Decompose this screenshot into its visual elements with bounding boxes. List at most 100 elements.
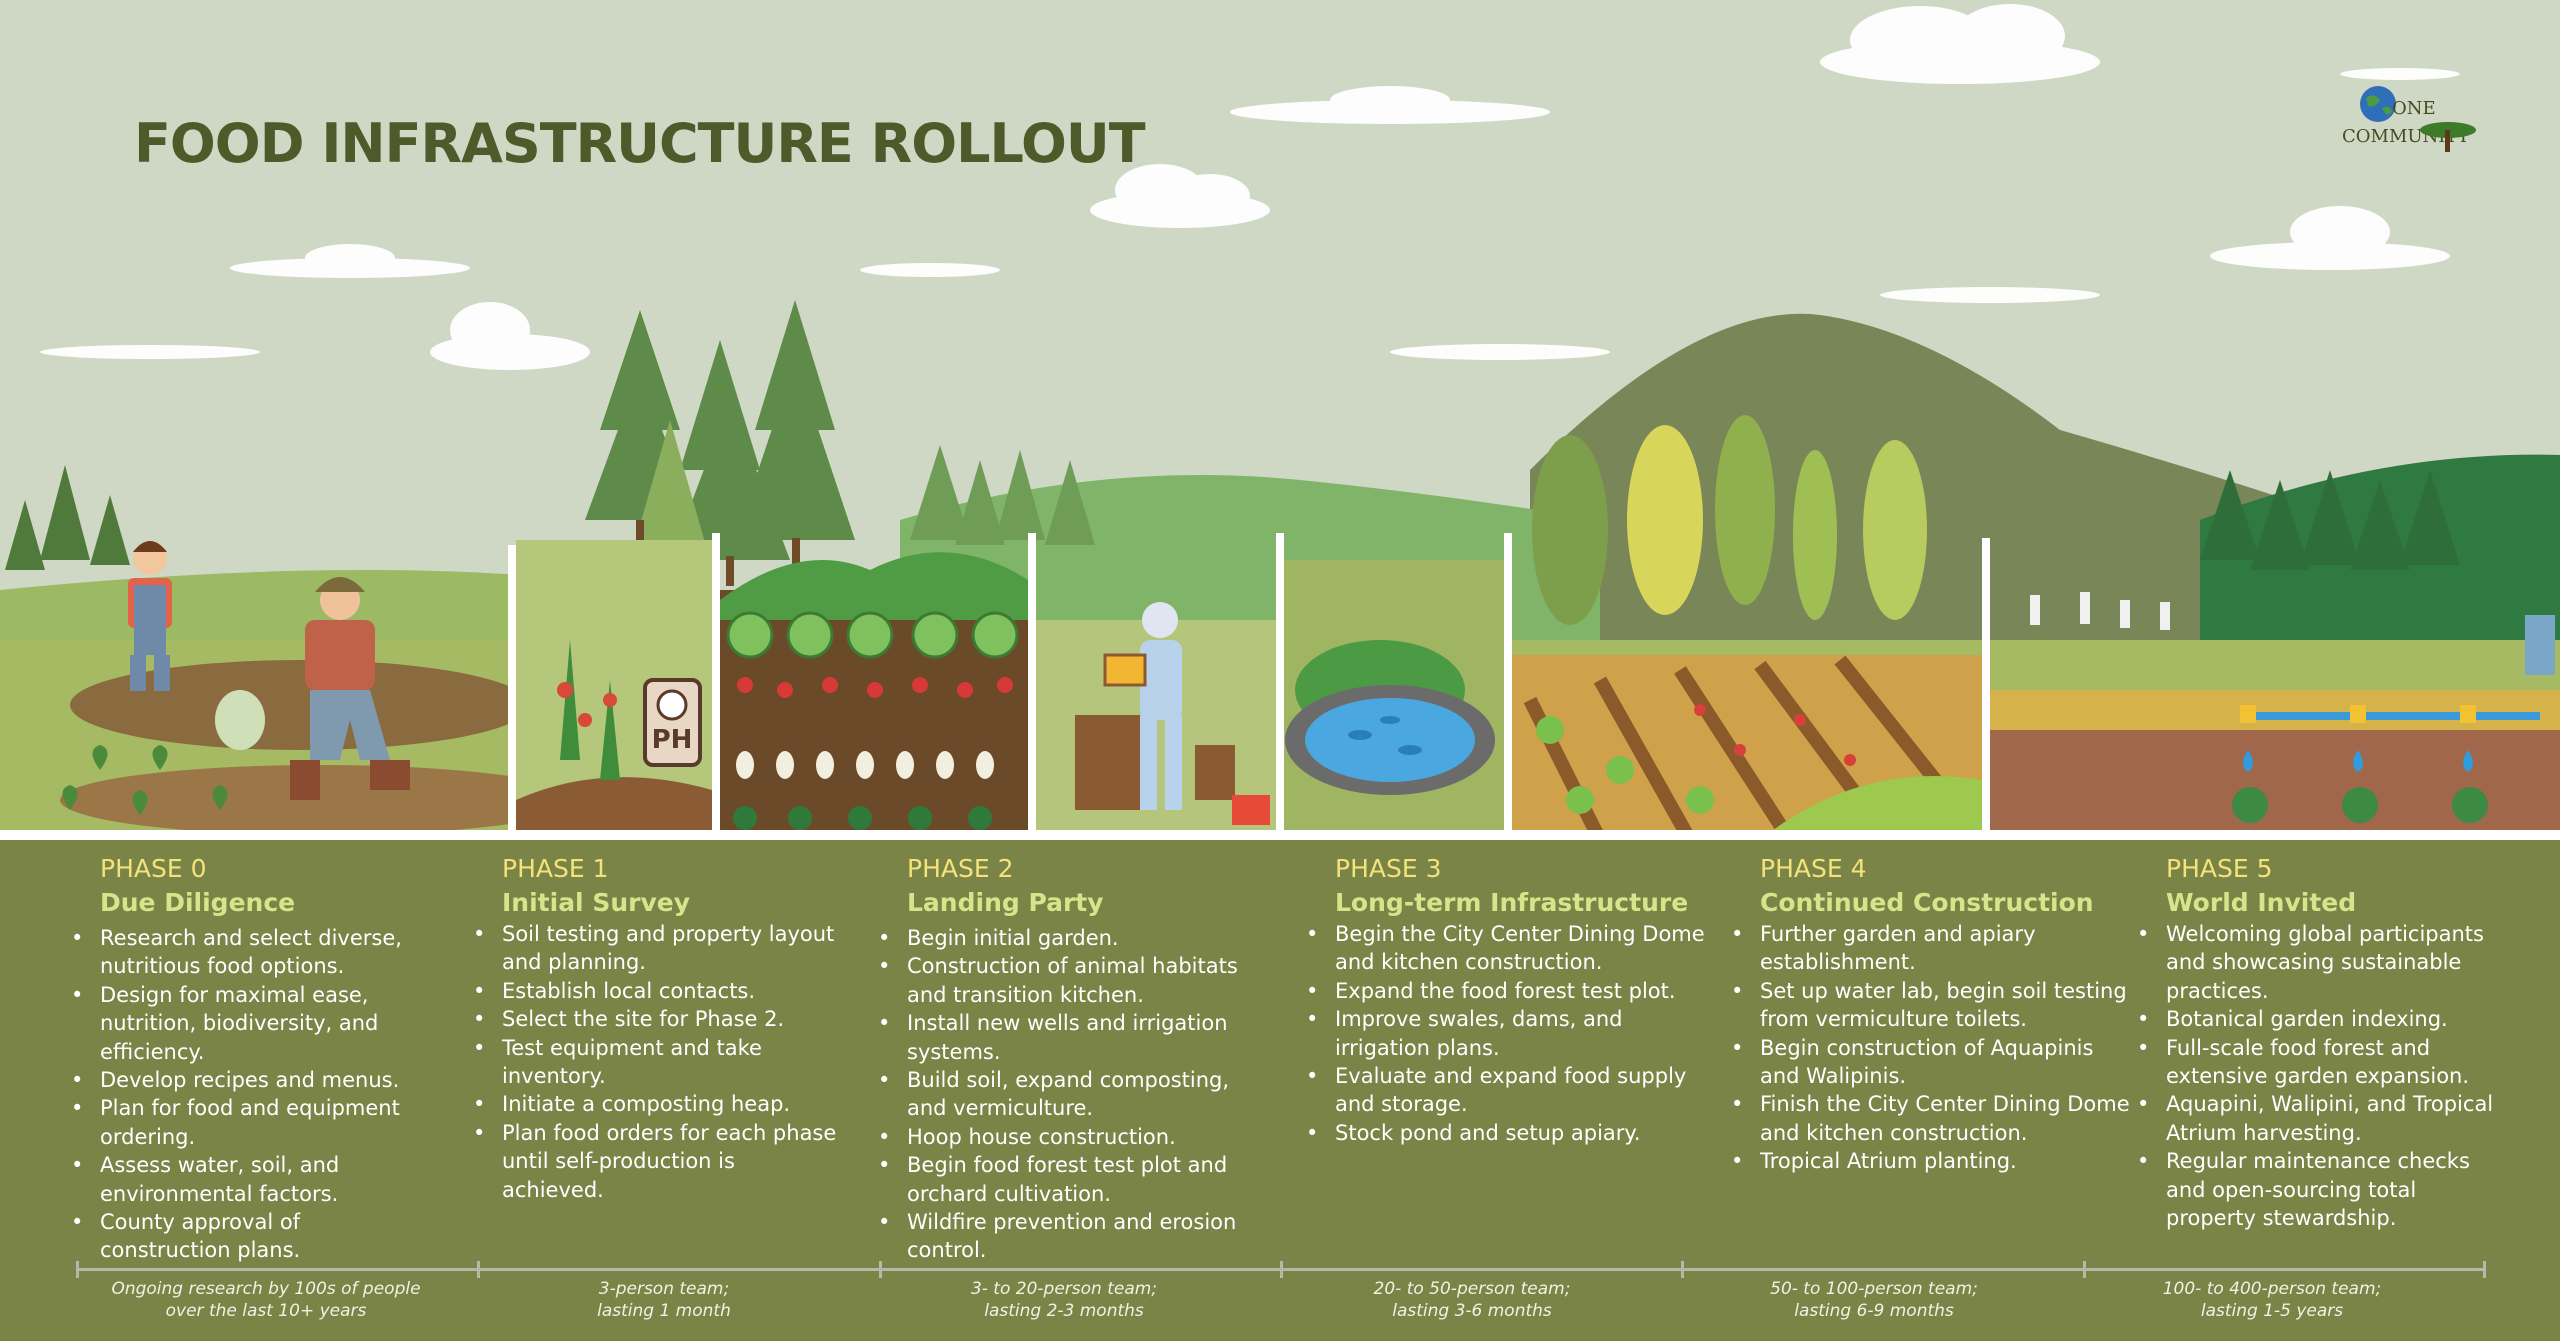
task-item: Full-scale food forest and extensive gar…: [2137, 1034, 2506, 1091]
team-line: 50- to 100-person team;: [1770, 1279, 1978, 1299]
phases-panel: PHASE 0 Due Diligence Research and selec…: [0, 840, 2560, 1341]
timeline-tick: [1280, 1261, 1283, 1278]
phase-task-list: Further garden and apiary establishment.…: [1731, 920, 2130, 1176]
team-size-phase-2: 3- to 20-person team; lasting 2-3 months: [884, 1278, 1244, 1322]
one-community-logo: ONE COMMUNITY: [2330, 84, 2480, 174]
task-item: County approval of construction plans.: [71, 1208, 420, 1265]
phase-name: Long-term Infrastructure: [1335, 888, 1689, 917]
farm-landscape-illustration: PH: [0, 4, 2560, 840]
team-line: Ongoing research by 100s of people: [111, 1279, 421, 1299]
task-item: Begin initial garden.: [878, 924, 1247, 953]
task-item: Plan for food and equipment ordering.: [71, 1094, 420, 1151]
task-item: Begin construction of Aquapinis and Wali…: [1731, 1034, 2130, 1091]
team-size-phase-3: 20- to 50-person team; lasting 3-6 month…: [1292, 1278, 1652, 1322]
task-item: Develop recipes and menus.: [71, 1066, 420, 1095]
phase-name: Landing Party: [907, 888, 1104, 917]
task-item: Soil testing and property layout and pla…: [473, 920, 842, 977]
team-line: 20- to 50-person team;: [1373, 1279, 1571, 1299]
task-item: Improve swales, dams, and irrigation pla…: [1306, 1005, 1705, 1062]
panel-dividers: [0, 533, 2560, 840]
phase-2: PHASE 2 Landing Party Begin initial gard…: [878, 852, 1247, 1265]
phase-3: PHASE 3 Long-term Infrastructure Begin t…: [1306, 852, 1705, 1148]
timeline-tick: [1681, 1261, 1684, 1278]
task-item: Test equipment and take inventory.: [473, 1034, 842, 1091]
task-item: Welcoming global participants and showca…: [2137, 920, 2506, 1005]
phase-number: PHASE 3: [1335, 854, 1442, 883]
phase1-plot: PH: [516, 540, 712, 840]
task-item: Evaluate and expand food supply and stor…: [1306, 1062, 1705, 1119]
phase5-irrigation: [1990, 592, 2560, 840]
phase-number: PHASE 1: [502, 854, 609, 883]
team-line: lasting 3-6 months: [1392, 1301, 1552, 1321]
task-item: Tropical Atrium planting.: [1731, 1147, 2130, 1176]
task-item: Botanical garden indexing.: [2137, 1005, 2506, 1034]
task-item: Finish the City Center Dining Dome and k…: [1731, 1090, 2130, 1147]
phase-5: PHASE 5 World Invited Welcoming global p…: [2137, 852, 2506, 1232]
phase0-garden: [60, 541, 580, 835]
timeline-tick: [477, 1261, 480, 1278]
team-line: lasting 6-9 months: [1794, 1301, 1954, 1321]
phase-task-list: Begin the City Center Dining Dome and ki…: [1306, 920, 1705, 1148]
task-item: Regular maintenance checks and open-sour…: [2137, 1147, 2506, 1232]
pine-trees: [585, 300, 855, 560]
team-line: lasting 1 month: [597, 1301, 731, 1321]
phase-name: Initial Survey: [502, 888, 691, 917]
task-item: Select the site for Phase 2.: [473, 1005, 842, 1034]
team-size-phase-0: Ongoing research by 100s of people over …: [86, 1278, 446, 1322]
phase-1: PHASE 1 Initial Survey Soil testing and …: [473, 852, 842, 1204]
phase-task-list: Begin initial garden. Construction of an…: [878, 924, 1247, 1265]
phase2-vegetable-beds: [720, 552, 1028, 840]
phase-task-list: Welcoming global participants and showca…: [2137, 920, 2506, 1232]
timeline-tick: [2083, 1261, 2086, 1278]
task-item: Design for maximal ease, nutrition, biod…: [71, 981, 420, 1066]
task-item: Install new wells and irrigation systems…: [878, 1009, 1247, 1066]
task-item: Initiate a composting heap.: [473, 1090, 842, 1119]
timeline-tick: [76, 1261, 79, 1278]
task-item: Begin food forest test plot and orchard …: [878, 1151, 1247, 1208]
page-title: FOOD INFRASTRUCTURE ROLLOUT: [134, 112, 1146, 175]
team-line: lasting 1-5 years: [2200, 1301, 2344, 1321]
task-item: Construction of animal habitats and tran…: [878, 952, 1247, 1009]
task-item: Expand the food forest test plot.: [1306, 977, 1705, 1006]
task-item: Assess water, soil, and environmental fa…: [71, 1151, 420, 1208]
task-item: Begin the City Center Dining Dome and ki…: [1306, 920, 1705, 977]
timeline-tick: [2483, 1261, 2486, 1278]
phase-number: PHASE 4: [1760, 854, 1867, 883]
phase-name: World Invited: [2166, 888, 2357, 917]
task-item: Hoop house construction.: [878, 1123, 1247, 1152]
phase-0: PHASE 0 Due Diligence Research and selec…: [71, 852, 420, 1265]
phase-name: Continued Construction: [1760, 888, 2094, 917]
tree-icon: [2420, 122, 2476, 152]
team-line: over the last 10+ years: [165, 1301, 367, 1321]
task-item: Establish local contacts.: [473, 977, 842, 1006]
phase-name: Due Diligence: [100, 888, 296, 917]
phase-number: PHASE 0: [100, 854, 207, 883]
logo-line-one: ONE: [2392, 98, 2436, 119]
team-size-phase-1: 3-person team; lasting 1 month: [484, 1278, 844, 1322]
task-item: Set up water lab, begin soil testing fro…: [1731, 977, 2130, 1034]
team-size-phase-5: 100- to 400-person team; lasting 1-5 yea…: [2092, 1278, 2452, 1322]
task-item: Wildfire prevention and erosion control.: [878, 1208, 1247, 1265]
team-line: 100- to 400-person team;: [2162, 1279, 2382, 1299]
task-item: Aquapini, Walipini, and Tropical Atrium …: [2137, 1090, 2506, 1147]
team-line: 3-person team;: [598, 1279, 730, 1299]
team-size-phase-4: 50- to 100-person team; lasting 6-9 mont…: [1694, 1278, 2054, 1322]
clouds: [40, 4, 2460, 370]
beekeeper: [1036, 602, 1276, 840]
team-line: lasting 2-3 months: [984, 1301, 1144, 1321]
phase4-crop-field: [1512, 655, 1982, 840]
task-item: Research and select diverse, nutritious …: [71, 924, 420, 981]
phase-4: PHASE 4 Continued Construction Further g…: [1731, 852, 2130, 1176]
globe-icon: [2360, 86, 2396, 122]
task-item: Stock pond and setup apiary.: [1306, 1119, 1705, 1148]
team-line: 3- to 20-person team;: [970, 1279, 1158, 1299]
phase3-pond: [1284, 560, 1504, 840]
task-item: Build soil, expand composting, and vermi…: [878, 1066, 1247, 1123]
task-item: Further garden and apiary establishment.: [1731, 920, 2130, 977]
svg-text:PH: PH: [652, 725, 693, 755]
phase-number: PHASE 5: [2166, 854, 2273, 883]
phase-task-list: Soil testing and property layout and pla…: [473, 920, 842, 1204]
timeline-tick: [879, 1261, 882, 1278]
phase-number: PHASE 2: [907, 854, 1014, 883]
task-item: Plan food orders for each phase until se…: [473, 1119, 842, 1204]
